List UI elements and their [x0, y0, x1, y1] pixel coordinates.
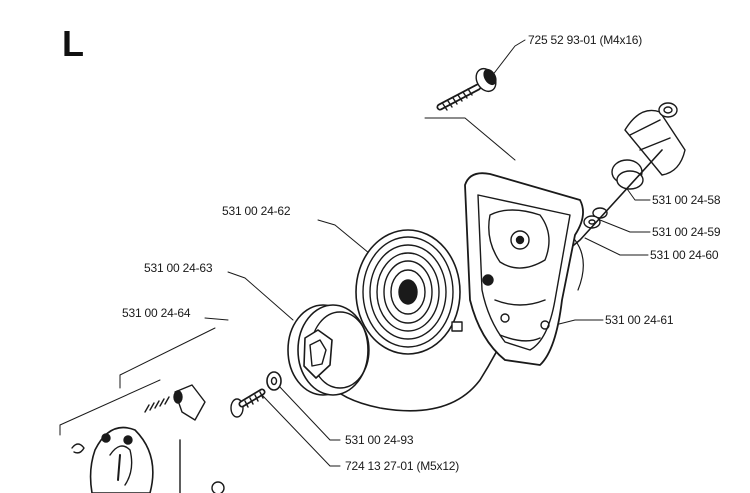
leader-screw-to-cover — [424, 117, 516, 161]
label-part-p6: 531 00 24-62 — [222, 204, 291, 218]
rope-pulley — [287, 304, 370, 396]
starter-handle — [611, 102, 686, 190]
leader-p1 — [484, 39, 526, 86]
label-part-p3: 531 00 24-59 — [652, 225, 721, 239]
leader-p5 — [554, 319, 604, 326]
leader-p10 — [261, 394, 341, 467]
leader-lines — [59, 39, 651, 467]
recoil-spring — [355, 229, 463, 355]
label-part-p8: 531 00 24-64 — [122, 306, 191, 320]
leader-p8 — [204, 317, 229, 321]
leader-bottom-bracket — [59, 379, 161, 436]
screw-m5x12 — [230, 388, 266, 418]
rope-guide — [583, 207, 608, 229]
washer — [266, 371, 282, 391]
leader-p7 — [227, 271, 294, 321]
leader-p4 — [584, 237, 649, 256]
section-letter: L — [62, 23, 84, 64]
label-part-p10: 724 13 27-01 (M5x12) — [345, 459, 460, 473]
screw-m4x16 — [436, 67, 497, 111]
leader-p9 — [277, 384, 341, 441]
label-part-p5: 531 00 24-61 — [605, 313, 674, 327]
label-part-p9: 531 00 24-93 — [345, 433, 414, 447]
flywheel-cover — [71, 426, 225, 493]
pawl-and-spring — [144, 384, 206, 421]
label-part-p2: 531 00 24-58 — [652, 193, 721, 207]
label-part-p7: 531 00 24-63 — [144, 261, 213, 275]
leader-p2 — [624, 185, 651, 201]
leader-p3 — [599, 219, 651, 233]
leader-cover-bracket — [119, 327, 216, 389]
label-part-p4: 531 00 24-60 — [650, 248, 719, 262]
leader-p6 — [317, 219, 376, 259]
starter-housing — [464, 172, 584, 366]
label-part-p1: 725 52 93-01 (M4x16) — [528, 33, 643, 47]
